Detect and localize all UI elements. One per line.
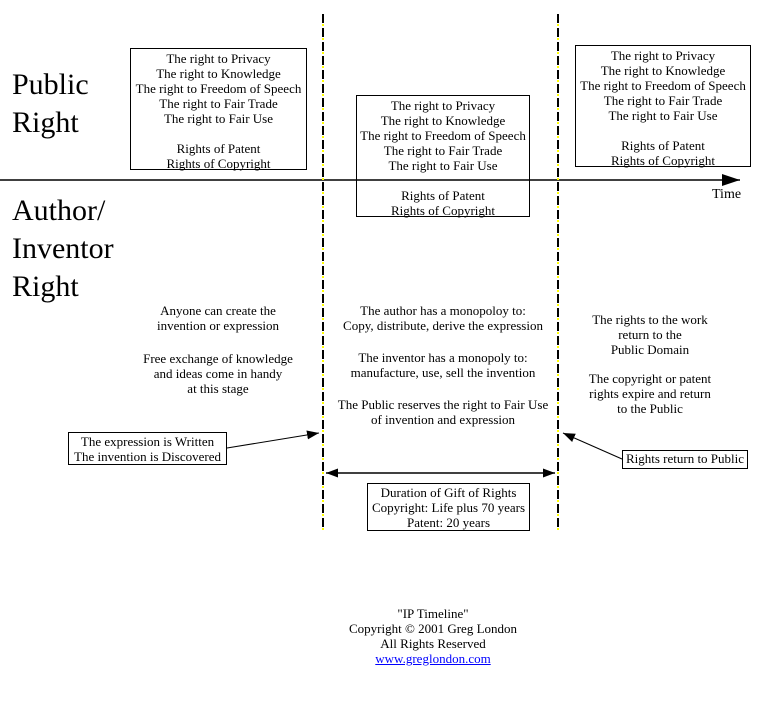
note-line: Public Domain <box>610 342 690 357</box>
callout-line: Duration of Gift of Rights <box>380 485 517 500</box>
rights-line <box>576 123 750 138</box>
rights-line: The right to Knowledge <box>380 113 506 128</box>
callout-line: Rights return to Public <box>625 451 745 466</box>
note-line: Free exchange of knowledge <box>143 351 293 366</box>
footer-rights: All Rights Reserved <box>380 636 486 651</box>
note-line: The copyright or patent <box>588 371 712 386</box>
rights-line: The right to Fair Trade <box>603 93 723 108</box>
public-rights-box-stage3: The right to Privacy The right to Knowle… <box>575 45 751 168</box>
rights-line: The right to Fair Trade <box>383 143 503 158</box>
note-line: manufacture, use, sell the invention <box>350 365 536 380</box>
stage3-note-expire: The copyright or patent rights expire an… <box>570 371 730 416</box>
footer-title: "IP Timeline" <box>397 606 469 621</box>
note-line: The author has a monopoloy to: <box>360 303 526 318</box>
note-line: and ideas come in handy <box>153 366 283 381</box>
note-line: to the Public <box>617 401 683 416</box>
author-inventor-label-line: Author/ <box>12 194 106 227</box>
stage3-note-public-domain: The rights to the work return to the Pub… <box>570 312 730 357</box>
note-line: The rights to the work <box>592 312 708 327</box>
rights-line: The right to Privacy <box>166 51 271 66</box>
rights-line: The right to Knowledge <box>156 66 281 81</box>
rights-line: The right to Fair Use <box>608 108 718 123</box>
rights-line: The right to Freedom of Speech <box>360 128 526 143</box>
creation-callout-box: The expression is Written The invention … <box>68 432 227 465</box>
rights-return-callout-arrow <box>562 432 623 460</box>
rights-line: Rights of Patent <box>621 138 705 153</box>
note-line: The inventor has a monopoly to: <box>358 350 528 365</box>
public-right-label-line: Right <box>12 106 79 139</box>
rights-line: The right to Fair Use <box>388 158 498 173</box>
rights-line: Rights of Patent <box>176 141 261 156</box>
callout-line: Patent: 20 years <box>406 515 491 530</box>
footer: "IP Timeline" Copyright © 2001 Greg Lond… <box>308 606 558 666</box>
rights-line: The right to Fair Trade <box>159 96 278 111</box>
note-line: at this stage <box>187 381 249 396</box>
note-line: The Public reserves the right to Fair Us… <box>337 397 549 412</box>
rights-line: The right to Freedom of Speech <box>580 78 746 93</box>
author-inventor-right-label: Author/ Inventor Right <box>12 192 114 306</box>
rights-line: The right to Knowledge <box>600 63 726 78</box>
stage1-note-exchange: Free exchange of knowledge and ideas com… <box>133 351 303 396</box>
note-line: invention or expression <box>156 318 280 333</box>
author-inventor-label-line: Right <box>12 270 79 303</box>
callout-line: Copyright: Life plus 70 years <box>371 500 526 515</box>
rights-line: The right to Privacy <box>610 48 716 63</box>
rights-line: Rights of Patent <box>401 188 485 203</box>
public-rights-box-stage1: The right to Privacy The right to Knowle… <box>130 48 307 171</box>
note-line: rights expire and return <box>589 386 711 401</box>
note-line: Copy, distribute, derive the expression <box>343 318 543 333</box>
rights-line: Rights of Copyright <box>390 203 495 218</box>
duration-box: Duration of Gift of Rights Copyright: Li… <box>367 483 530 531</box>
rights-return-callout-box: Rights return to Public <box>622 450 748 469</box>
note-line: of invention and expression <box>370 412 516 427</box>
stage2-note-inventor: The inventor has a monopoly to: manufact… <box>330 350 556 380</box>
rights-line: Rights of Copyright <box>166 156 271 171</box>
public-rights-box-stage2: The right to Privacy The right to Knowle… <box>356 95 530 218</box>
creation-callout-arrow <box>226 430 320 449</box>
stage1-note-creation: Anyone can create the invention or expre… <box>133 303 303 333</box>
callout-line: The invention is Discovered <box>74 449 221 464</box>
rights-line <box>357 173 529 188</box>
public-right-label: Public Right <box>12 66 89 142</box>
stage2-note-author: The author has a monopoloy to: Copy, dis… <box>330 303 556 333</box>
rights-line <box>131 126 306 141</box>
rights-line: The right to Freedom of Speech <box>135 81 302 96</box>
rights-line: The right to Fair Use <box>163 111 274 126</box>
rights-line: The right to Privacy <box>390 98 496 113</box>
footer-link[interactable]: www.greglondon.com <box>375 651 491 666</box>
note-line: Anyone can create the <box>160 303 276 318</box>
time-axis-label: Time <box>712 187 742 202</box>
public-right-label-line: Public <box>12 68 89 101</box>
note-line: return to the <box>618 327 682 342</box>
callout-line: The expression is Written <box>80 434 215 449</box>
stage2-note-fair-use: The Public reserves the right to Fair Us… <box>330 397 556 427</box>
footer-copyright: Copyright © 2001 Greg London <box>348 621 518 636</box>
author-inventor-label-line: Inventor <box>12 232 114 265</box>
rights-line: Rights of Copyright <box>610 153 715 168</box>
